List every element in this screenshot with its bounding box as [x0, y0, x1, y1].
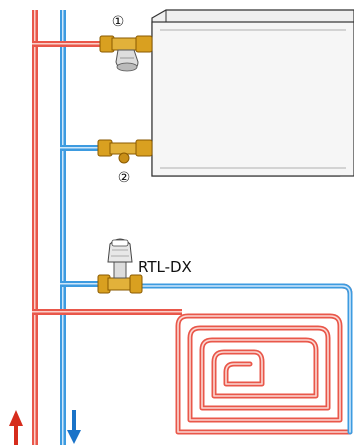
return-branch-floor [60, 281, 100, 287]
rtl-dx-label: RTL-DX [138, 258, 192, 276]
radiator-valve-1 [99, 35, 153, 72]
radiator [151, 9, 354, 177]
radiator-valve-2 [97, 139, 153, 164]
return-riser [60, 10, 66, 445]
arrow-up-icon [9, 410, 23, 445]
arrow-down-icon [67, 410, 81, 444]
supply-branch-floor [32, 309, 182, 315]
valve-1-label: ① [112, 14, 125, 30]
valve-2-label: ② [118, 170, 131, 186]
supply-branch-top [32, 41, 102, 47]
floor-loop-return-outline [137, 283, 353, 435]
rtl-dx-valve [97, 238, 143, 294]
floor-heating-loop [137, 283, 353, 435]
return-branch-middle [60, 145, 102, 151]
supply-riser [32, 10, 38, 445]
